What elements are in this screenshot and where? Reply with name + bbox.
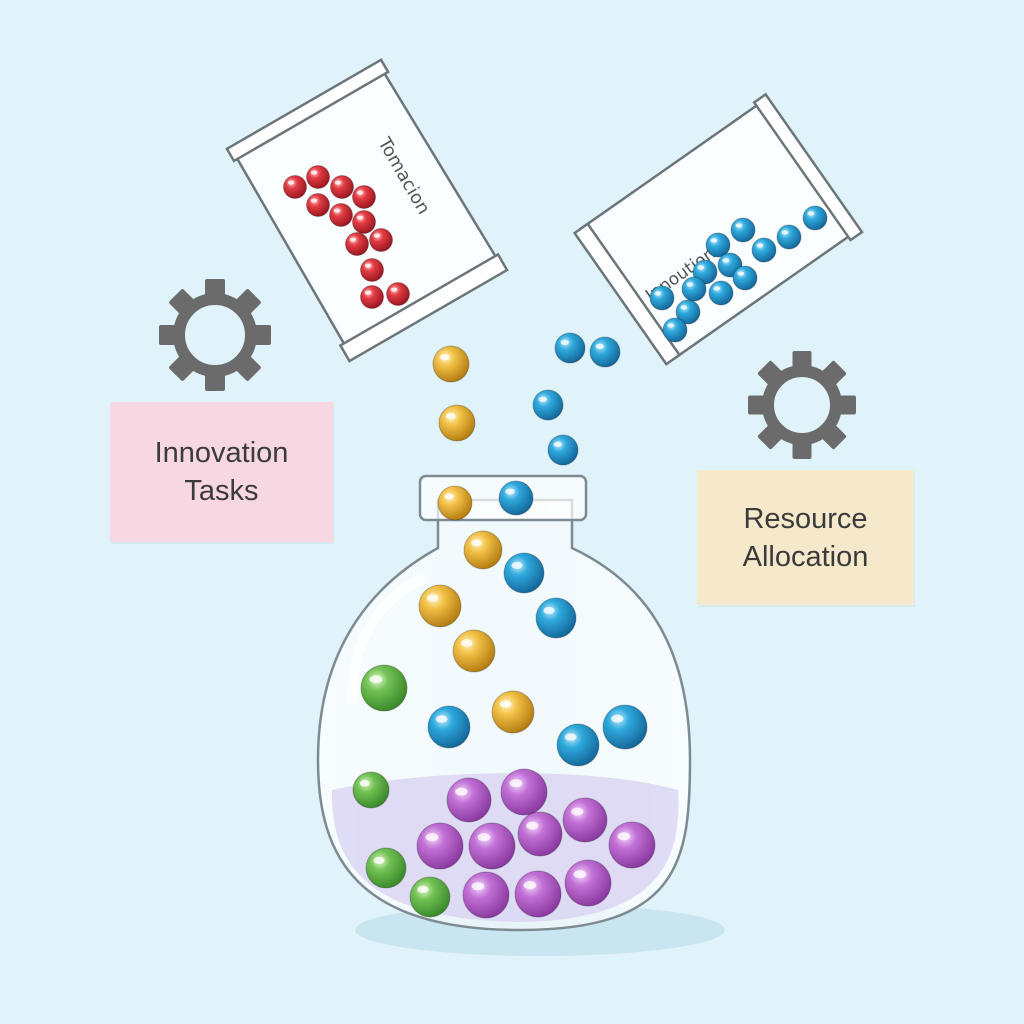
blue-marble bbox=[675, 299, 701, 325]
blue-bag-marbles bbox=[649, 205, 828, 343]
red-marble bbox=[330, 175, 354, 199]
innovation-tasks-line2: Tasks bbox=[184, 475, 259, 507]
blue-marble bbox=[556, 723, 600, 767]
red-marble bbox=[345, 232, 369, 256]
blue-marble bbox=[732, 265, 758, 291]
blue-marble bbox=[708, 280, 734, 306]
bag-left: Tomacion bbox=[225, 58, 509, 363]
blue-marble bbox=[547, 434, 579, 466]
innovation-tasks-note: Innovation Tasks bbox=[110, 402, 333, 542]
red-marble bbox=[360, 285, 384, 309]
yellow-marble bbox=[452, 629, 496, 673]
red-marble bbox=[306, 165, 330, 189]
resource-allocation-note: Resource Allocation bbox=[697, 470, 914, 605]
yellow-marble bbox=[463, 530, 503, 570]
green-marble bbox=[352, 771, 390, 809]
gear-icon bbox=[748, 351, 856, 459]
red-marble bbox=[360, 258, 384, 282]
blue-marble bbox=[802, 205, 828, 231]
red-marble bbox=[329, 203, 353, 227]
red-marble bbox=[386, 282, 410, 306]
blue-marble bbox=[532, 389, 564, 421]
purple-marble bbox=[468, 822, 516, 870]
red-marble bbox=[369, 228, 393, 252]
blue-marble bbox=[427, 705, 471, 749]
jar-highlight bbox=[347, 575, 425, 705]
blue-marble bbox=[662, 317, 688, 343]
yellow-marble bbox=[438, 404, 476, 442]
blue-marble bbox=[681, 276, 707, 302]
red-marble bbox=[306, 193, 330, 217]
purple-marble bbox=[562, 797, 608, 843]
blue-marble bbox=[649, 285, 675, 311]
jar-marbles bbox=[352, 480, 656, 919]
blue-marble bbox=[705, 232, 731, 258]
green-marble bbox=[360, 664, 408, 712]
purple-marble bbox=[517, 811, 563, 857]
resource-allocation-line1: Resource bbox=[743, 502, 868, 535]
yellow-marble bbox=[491, 690, 535, 734]
red-marble bbox=[283, 175, 307, 199]
yellow-marble bbox=[437, 485, 473, 521]
red-marble bbox=[352, 185, 376, 209]
resource-allocation-line2: Allocation bbox=[742, 540, 869, 573]
yellow-marble bbox=[418, 584, 462, 628]
blue-marble bbox=[589, 336, 621, 368]
purple-marble bbox=[446, 777, 492, 823]
purple-marble bbox=[500, 768, 548, 816]
blue-marble bbox=[535, 597, 577, 639]
red-marble bbox=[352, 210, 376, 234]
purple-marble bbox=[462, 871, 510, 919]
bag-right: Innoution bbox=[572, 92, 864, 366]
blue-marble bbox=[554, 332, 586, 364]
yellow-marble bbox=[432, 345, 470, 383]
falling-marbles bbox=[432, 332, 621, 466]
purple-marble bbox=[564, 859, 612, 907]
blue-marble bbox=[602, 704, 648, 750]
blue-marble bbox=[730, 217, 756, 243]
gear-icon bbox=[159, 279, 271, 391]
purple-marble bbox=[608, 821, 656, 869]
red-marbles bbox=[283, 165, 410, 309]
blue-marble bbox=[692, 259, 718, 285]
blue-marble bbox=[776, 224, 802, 250]
purple-marble bbox=[514, 870, 562, 918]
blue-marble bbox=[751, 237, 777, 263]
green-marble bbox=[365, 847, 407, 889]
blue-marble bbox=[498, 480, 534, 516]
innovation-tasks-line1: Innovation bbox=[154, 437, 289, 469]
green-marble bbox=[409, 876, 451, 918]
blue-marble bbox=[503, 552, 545, 594]
purple-marble bbox=[416, 822, 464, 870]
